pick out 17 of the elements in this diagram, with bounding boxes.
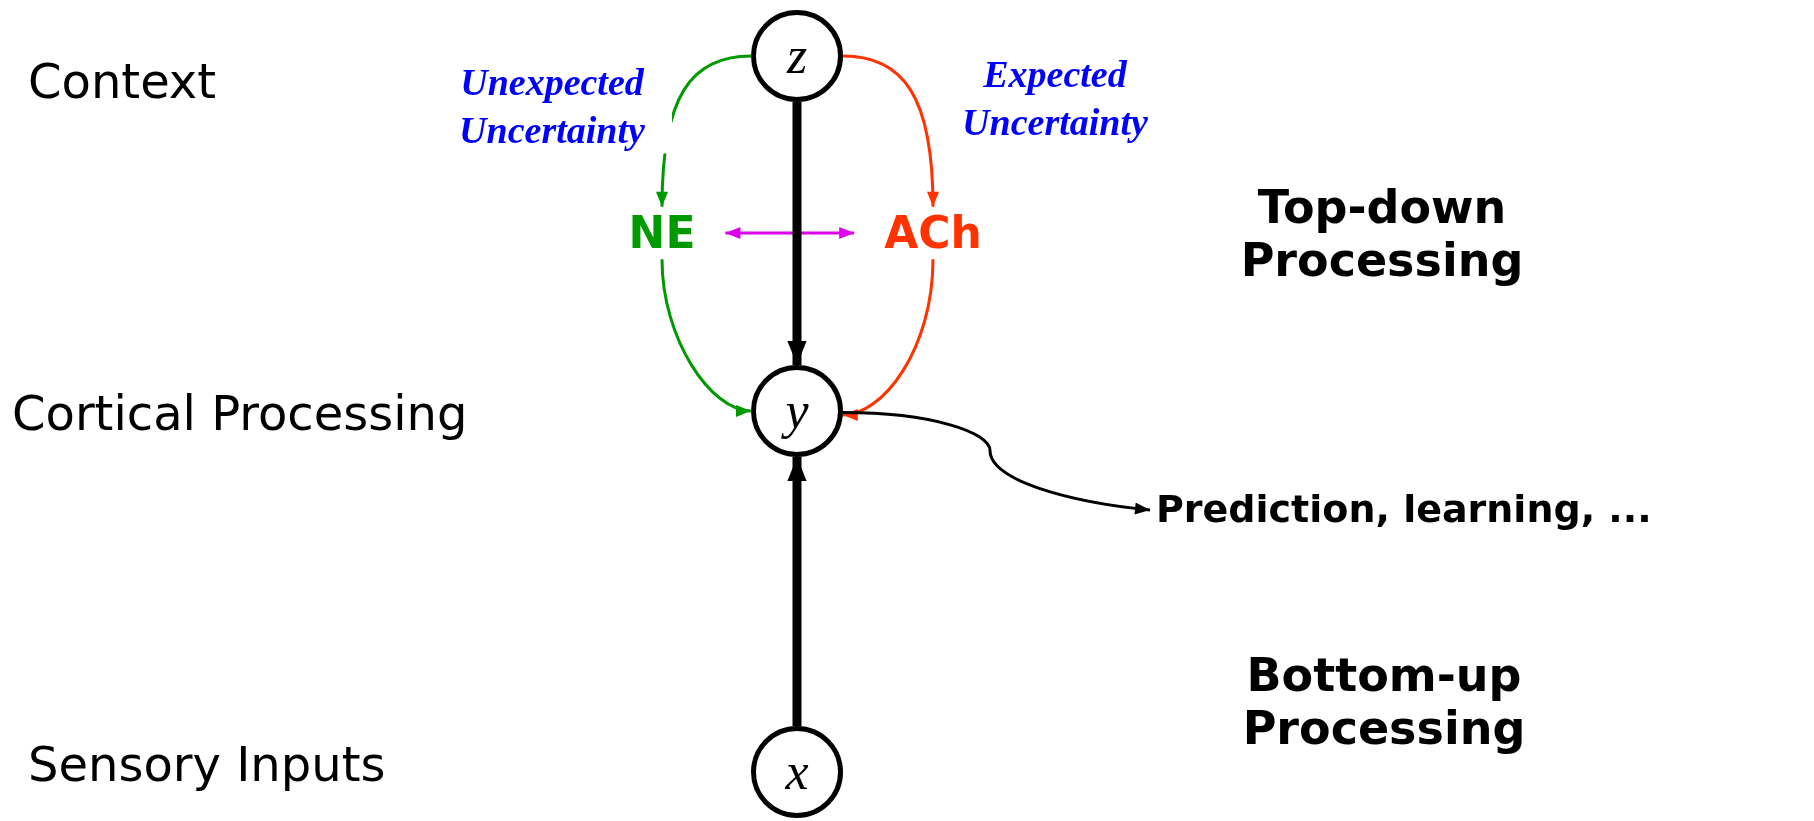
level-label: Sensory Inputs <box>28 737 386 791</box>
arrow <box>660 259 752 415</box>
processing-label: Top-down Processing <box>1239 181 1525 287</box>
level-label: Cortical Processing <box>12 386 468 440</box>
variable-label: x <box>785 746 809 798</box>
variable-label: z <box>786 30 808 82</box>
output-label: Prediction, learning, ... <box>1150 487 1652 533</box>
arrow <box>787 457 807 726</box>
arrow <box>842 411 1151 515</box>
neuromodulator-label: NE <box>598 206 726 260</box>
arrow <box>842 259 935 419</box>
arrow <box>725 227 855 239</box>
level-label: Context <box>28 54 217 108</box>
neuromodulator-label: ACh <box>854 206 1012 260</box>
arrow <box>842 54 939 207</box>
arrow <box>787 102 807 365</box>
processing-label: Bottom-up Processing <box>1241 649 1527 755</box>
